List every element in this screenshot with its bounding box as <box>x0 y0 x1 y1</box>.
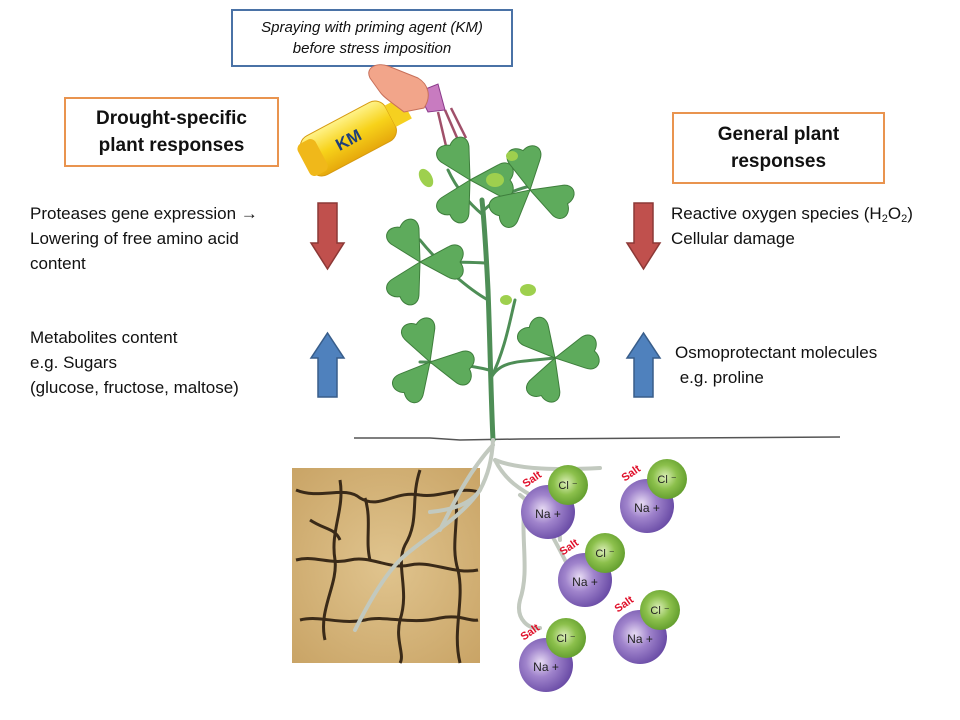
drought-increase-text: Metabolites content e.g. Sugars (glucose… <box>30 325 239 400</box>
ros-line: Reactive oxygen species (H2O2) <box>671 204 913 225</box>
salt-ion-pair: Na +Cl ⁻Salt <box>558 533 625 607</box>
drought-title-line-2: plant responses <box>98 135 245 156</box>
sodium-label: Na + <box>634 501 660 515</box>
general-responses-title-box: General plant responses <box>672 112 885 184</box>
osmoprotectant-line: Osmoprotectant molecules <box>675 343 878 362</box>
amino-acid-line: Lowering of free amino acid <box>30 229 239 248</box>
chloride-label: Cl ⁻ <box>556 633 575 645</box>
plant-leaves <box>383 133 602 407</box>
content-line: content <box>30 254 86 273</box>
drought-decrease-text: Proteases gene expression → Lowering of … <box>30 201 258 276</box>
chloride-label: Cl ⁻ <box>650 605 669 617</box>
sodium-label: Na + <box>627 632 653 646</box>
chloride-ion <box>548 465 588 505</box>
sodium-label: Na + <box>533 660 559 674</box>
general-title-line-2: responses <box>730 151 827 172</box>
general-increase-text: Osmoprotectant molecules e.g. proline <box>675 340 877 390</box>
chloride-label: Cl ⁻ <box>657 474 676 486</box>
caption-line-2: before stress imposition <box>292 40 452 57</box>
cracked-soil-image <box>292 468 480 664</box>
priming-caption-box: Spraying with priming agent (KM) before … <box>231 9 513 67</box>
general-title-line-1: General plant <box>717 124 840 145</box>
proline-line: e.g. proline <box>675 368 764 387</box>
chloride-ion <box>585 533 625 573</box>
sugar-list-line: (glucose, fructose, maltose) <box>30 378 239 397</box>
sodium-label: Na + <box>572 575 598 589</box>
sodium-label: Na + <box>535 507 561 521</box>
chloride-ion <box>546 618 586 658</box>
chloride-ion <box>647 459 687 499</box>
caption-line-1: Spraying with priming agent (KM) <box>261 19 483 36</box>
salt-ion-pair: Na +Cl ⁻Salt <box>519 618 586 692</box>
ground-line <box>354 436 841 441</box>
chloride-label: Cl ⁻ <box>558 480 577 492</box>
salt-ion-pair: Na +Cl ⁻Salt <box>521 465 588 539</box>
chloride-label: Cl ⁻ <box>595 548 614 560</box>
spray-bottle-icon: KM <box>297 64 468 177</box>
chloride-ion <box>640 590 680 630</box>
left-up-arrow <box>309 331 346 398</box>
general-decrease-text: Reactive oxygen species (H2O2) Cellular … <box>671 201 913 251</box>
protease-line: Proteases gene expression → <box>30 204 258 223</box>
right-down-arrow <box>625 202 662 271</box>
left-down-arrow <box>309 202 346 271</box>
salt-ion-pair: Na +Cl ⁻Salt <box>613 590 680 664</box>
sugars-line: e.g. Sugars <box>30 353 117 372</box>
drought-specific-title-box: Drought-specific plant responses <box>64 97 279 167</box>
metabolites-line: Metabolites content <box>30 328 178 347</box>
right-up-arrow <box>625 331 662 398</box>
drought-title-line-1: Drought-specific <box>96 108 247 129</box>
cellular-damage-line: Cellular damage <box>671 229 795 248</box>
salt-ion-pair: Na +Cl ⁻Salt <box>620 459 687 533</box>
